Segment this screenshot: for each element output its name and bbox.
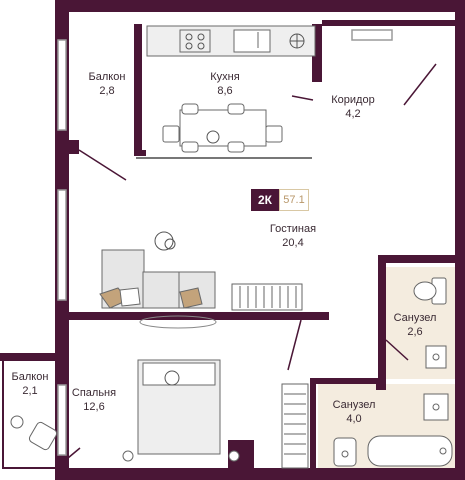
room-area: 12,6: [83, 401, 105, 413]
room-bathroom: Санузел 4,0: [326, 398, 382, 426]
balcony-chair: [10, 415, 58, 451]
total-area: 57.1: [279, 189, 309, 211]
kitchen-table: [162, 103, 283, 153]
room-area: 20,4: [282, 237, 304, 249]
room-area: 2,6: [407, 326, 423, 338]
room-living: Гостиная 20,4: [258, 222, 328, 250]
sofa: [99, 249, 216, 309]
bed: [122, 359, 240, 462]
rooms-count: 2К: [251, 189, 279, 211]
living-rug: [139, 315, 217, 329]
coffee-table: [154, 231, 176, 251]
room-name: Балкон: [88, 71, 126, 83]
room-area: 4,2: [345, 108, 361, 120]
windows: [57, 29, 393, 456]
room-area: 4,0: [346, 413, 362, 425]
apartment-badge: 2К 57.1: [251, 189, 309, 211]
toilet-bathroom: [333, 437, 357, 467]
sink-bathroom: [423, 393, 449, 421]
wardrobe: [281, 383, 309, 469]
room-name: Санузел: [393, 312, 437, 324]
room-balcony-top: Балкон 2,8: [78, 70, 136, 98]
room-name: Коридор: [331, 94, 375, 106]
toilet-small: [413, 277, 447, 305]
room-kitchen: Кухня 8,6: [195, 70, 255, 98]
room-area: 2,8: [99, 85, 115, 97]
bathtub: [367, 435, 453, 467]
room-balcony-bottom: Балкон 2,1: [4, 370, 56, 398]
room-wc-small: Санузел 2,6: [388, 311, 442, 339]
room-name: Спальня: [71, 387, 117, 399]
doors: [67, 63, 437, 459]
room-name: Санузел: [332, 399, 376, 411]
tv-cabinet: [231, 283, 303, 311]
room-name: Балкон: [11, 371, 49, 383]
room-area: 2,1: [22, 385, 38, 397]
room-corridor: Коридор 4,2: [320, 93, 386, 121]
room-bedroom: Спальня 12,6: [66, 386, 122, 414]
room-name: Гостиная: [269, 223, 317, 235]
kitchen-counter: [146, 25, 316, 57]
interior-walls: [69, 20, 456, 470]
sink-small: [425, 345, 447, 369]
room-area: 8,6: [217, 85, 233, 97]
room-name: Кухня: [210, 71, 240, 83]
